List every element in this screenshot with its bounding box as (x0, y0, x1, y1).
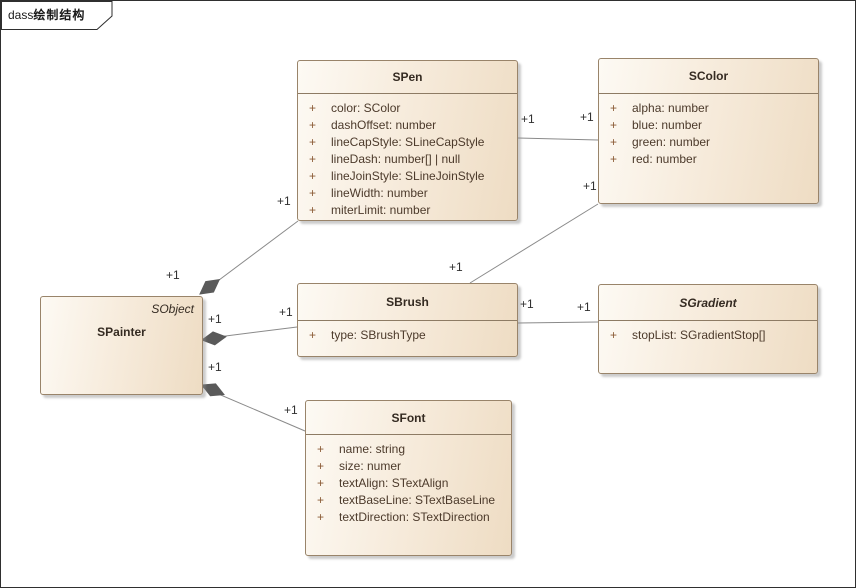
class-sgradient-name: SGradient (599, 285, 817, 321)
attribute-row: +lineJoinStyle: SLineJoinStyle (298, 168, 517, 185)
visibility-public: + (309, 169, 317, 183)
class-scolor[interactable]: SColor +alpha: number +blue: number +gre… (598, 58, 819, 204)
class-sgradient-attributes: +stopList: SGradientStop[] (599, 321, 817, 344)
attribute-row: +lineWidth: number (298, 185, 517, 202)
class-scolor-name: SColor (599, 59, 818, 94)
class-sfont-name: SFont (306, 401, 511, 435)
multiplicity-label: +1 (577, 300, 591, 314)
attribute-row: +textBaseLine: STextBaseLine (306, 492, 511, 509)
multiplicity-label: +1 (277, 194, 291, 208)
attribute-row: +size: numer (306, 458, 511, 475)
class-sbrush-attributes: +type: SBrushType (298, 321, 517, 344)
class-sfont-attributes: +name: string +size: numer +textAlign: S… (306, 435, 511, 526)
multiplicity-label: +1 (583, 179, 597, 193)
class-spainter-name: SPainter (97, 325, 146, 339)
visibility-public: + (309, 135, 317, 149)
visibility-public: + (610, 135, 618, 149)
attribute-row: +color: SColor (298, 100, 517, 117)
visibility-public: + (309, 203, 317, 217)
frame-title-prefix: dass (8, 8, 34, 22)
attribute-row: +lineDash: number[] | null (298, 151, 517, 168)
attribute-row: +green: number (599, 134, 818, 151)
multiplicity-label: +1 (208, 312, 222, 326)
visibility-public: + (317, 459, 325, 473)
visibility-public: + (317, 476, 325, 490)
multiplicity-label: +1 (449, 260, 463, 274)
visibility-public: + (610, 101, 618, 115)
class-spen-attributes: +color: SColor +dashOffset: number +line… (298, 94, 517, 219)
visibility-public: + (317, 493, 325, 507)
visibility-public: + (309, 186, 317, 200)
attribute-row: +miterLimit: number (298, 202, 517, 219)
multiplicity-label: +1 (580, 110, 594, 124)
attribute-row: +name: string (306, 441, 511, 458)
multiplicity-label: +1 (166, 268, 180, 282)
class-sbrush-name: SBrush (298, 284, 517, 321)
visibility-public: + (317, 442, 325, 456)
attribute-row: +alpha: number (599, 100, 818, 117)
class-spainter[interactable]: SObject SPainter (40, 296, 203, 395)
class-scolor-attributes: +alpha: number +blue: number +green: num… (599, 94, 818, 168)
attribute-row: +textAlign: STextAlign (306, 475, 511, 492)
association-line-brush-gradient[interactable] (517, 321, 599, 324)
attribute-row: +red: number (599, 151, 818, 168)
attribute-row: +type: SBrushType (298, 327, 517, 344)
frame-title: dass绘制结构 (8, 6, 85, 23)
attribute-row: +textDirection: STextDirection (306, 509, 511, 526)
visibility-public: + (610, 152, 618, 166)
visibility-public: + (309, 328, 317, 342)
multiplicity-label: +1 (208, 360, 222, 374)
multiplicity-label: +1 (520, 297, 534, 311)
multiplicity-label: +1 (284, 403, 298, 417)
visibility-public: + (317, 510, 325, 524)
class-sbrush[interactable]: SBrush +type: SBrushType (297, 283, 518, 357)
attribute-row: +blue: number (599, 117, 818, 134)
association-line-painter-brush[interactable] (201, 326, 298, 340)
visibility-public: + (610, 118, 618, 132)
composition-diamond-icon (201, 383, 225, 397)
multiplicity-label: +1 (521, 112, 535, 126)
visibility-public: + (309, 118, 317, 132)
attribute-row: +dashOffset: number (298, 117, 517, 134)
class-spen-name: SPen (298, 61, 517, 94)
association-line-pen-color[interactable] (517, 137, 599, 141)
visibility-public: + (309, 101, 317, 115)
class-spainter-stereotype: SObject (151, 302, 194, 316)
visibility-public: + (610, 328, 618, 342)
visibility-public: + (309, 152, 317, 166)
composition-diamond-icon (200, 331, 227, 346)
class-sfont[interactable]: SFont +name: string +size: numer +textAl… (305, 400, 512, 556)
attribute-row: +lineCapStyle: SLineCapStyle (298, 134, 517, 151)
class-sgradient[interactable]: SGradient +stopList: SGradientStop[] (598, 284, 818, 374)
frame-title-cjk: 绘制结构 (33, 8, 86, 22)
attribute-row: +stopList: SGradientStop[] (599, 327, 817, 344)
association-line-painter-pen[interactable] (202, 220, 299, 293)
multiplicity-label: +1 (279, 305, 293, 319)
class-spen[interactable]: SPen +color: SColor +dashOffset: number … (297, 60, 518, 221)
